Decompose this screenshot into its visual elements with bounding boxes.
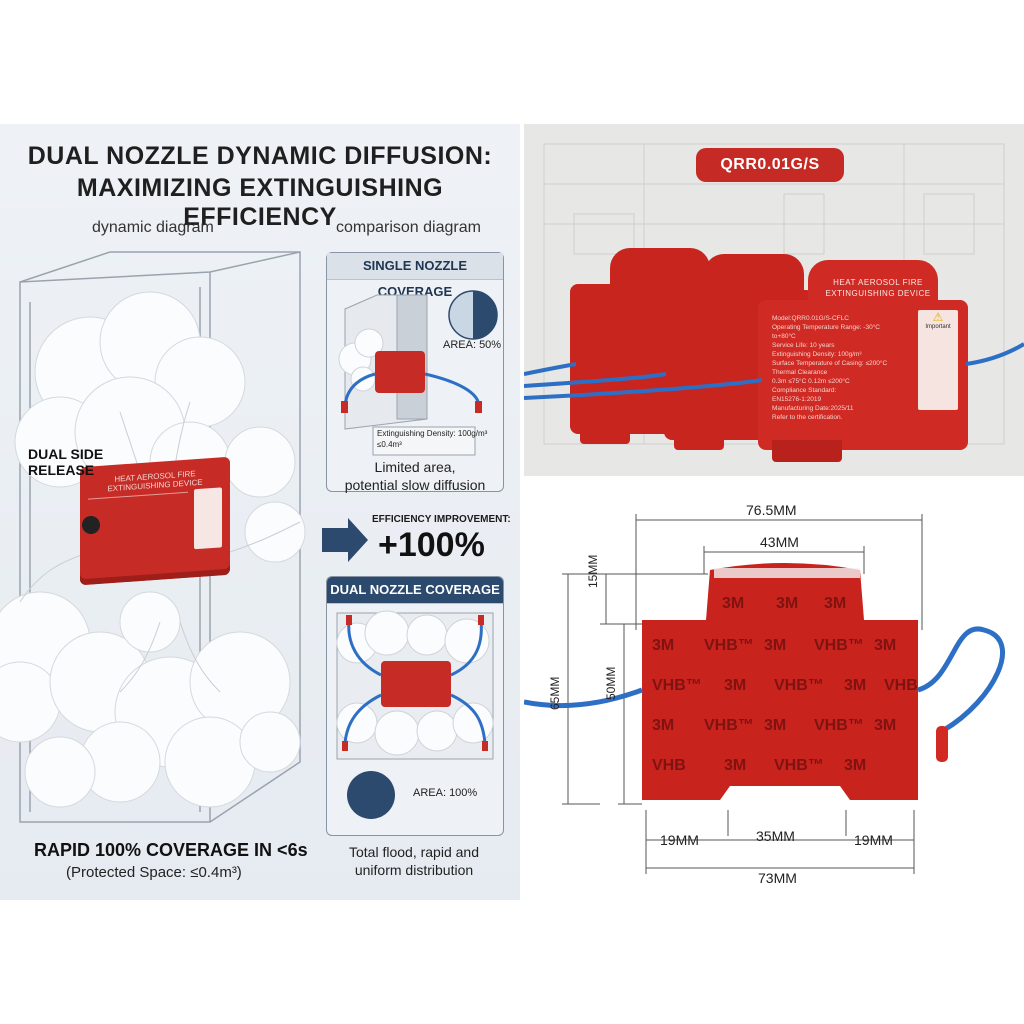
spec-line: Service Life: 10 years [772,342,835,349]
spec-line: EN15276-1:2019 [772,396,822,403]
density-line2: ≤0.4m³ [377,440,402,449]
warning-icon: ⚠ [932,310,944,324]
single-caption-line2: potential slow diffusion [344,477,486,493]
svg-text:VHB™: VHB™ [652,677,702,694]
svg-text:3M: 3M [724,677,746,694]
dual-nozzle-header: DUAL NOZZLE COVERAGE [327,577,503,604]
protected-space-label: (Protected Space: ≤0.4m³) [66,864,242,881]
front-device-title1: HEAT AEROSOL FIRE [833,278,923,287]
svg-text:VHB™: VHB™ [704,637,754,654]
svg-text:3M: 3M [824,595,846,612]
spec-line: Surface Temperature of Casing: ≤200°C [772,360,888,367]
dual-nozzle-illustration [336,610,494,819]
dual-side-release-label: DUAL SIDE RELEASE [28,446,104,478]
svg-text:3M: 3M [874,637,896,654]
svg-text:VHB™: VHB™ [704,717,754,734]
svg-text:VHB™: VHB™ [814,637,864,654]
dynamic-diagram [0,251,306,823]
blue-wires [524,342,1024,400]
svg-text:VHB™: VHB™ [774,757,824,774]
spec-line: Refer to the certification. [772,414,843,421]
density-line1: Extinguishing Density: 100g/m³ [377,429,488,438]
dimension-drawing: 3M 3M 3M 3M VHB™ 3M VHB™ 3M VHB™ 3M VHB™ 3M VHB 3M… [524,514,1005,874]
svg-text:VHB™: VHB™ [814,717,864,734]
dim-right-foot: 19MM [854,832,893,848]
device-spec-area [88,491,188,560]
single-nozzle-header: SINGLE NOZZLE COVERAGE [327,253,503,299]
dim-center-gap: 35MM [756,828,795,844]
dual-nozzle-infographic: DUAL NOZZLE DYNAMIC DIFFUSION: MAXIMIZIN… [0,124,520,900]
efficiency-label: EFFICIENCY IMPROVEMENT: [372,514,511,525]
important-label-sticker: ⚠ Important [918,310,958,410]
dim-overall-width: 76.5MM [746,502,797,518]
spec-line: Manufacturing Date:2025/11 [772,405,854,412]
svg-text:VHB: VHB [652,757,686,774]
svg-text:3M: 3M [764,717,786,734]
model-badge: QRR0.01G/S [696,148,844,182]
svg-text:3M: 3M [844,677,866,694]
comparison-diagram-label: comparison diagram [336,219,481,236]
dim-body-height: 50MM [604,666,618,700]
dim-base-width: 73MM [758,870,797,886]
right-arrow-icon [322,518,368,562]
dimension-diagram: 3M 3M 3M 3M VHB™ 3M VHB™ 3M VHB™ 3M VHB™ 3M VHB 3M… [524,490,1024,910]
dual-caption-line2: uniform distribution [354,862,474,878]
rapid-coverage-label: RAPID 100% COVERAGE IN <6s [34,840,308,860]
headline-line1: DUAL NOZZLE DYNAMIC DIFFUSION: [27,142,493,170]
spec-line: Model:QRR0.01G/S-CFLC [772,315,849,322]
spec-line: Extinguishing Density: 100g/m³ [772,351,862,358]
front-device-specs: Model:QRR0.01G/S-CFLC Operating Temperat… [772,314,902,422]
single-area-label: AREA: 50% [443,339,502,351]
single-nozzle-panel: SINGLE NOZZLE COVERAGE AREA: 50% Extingu… [326,252,504,493]
dual-caption-line1: Total flood, rapid and [349,844,479,860]
product-photo-panel: QRR0.01G/S HEAT AEROSOL FIRE EXTINGUISHI… [524,124,1024,476]
spec-line: 0.3m ≤75°C 0.12m ≤200°C [772,378,850,385]
dim-top-width: 43MM [760,534,799,550]
spec-line: Operating Temperature Range: -30°C to+80… [772,324,880,340]
svg-text:3M: 3M [724,757,746,774]
single-caption-line1: Limited area, [374,459,456,475]
device-front: HEAT AEROSOL FIRE EXTINGUISHING DEVICE M… [758,260,968,470]
spec-line: Thermal Clearance [772,369,828,376]
svg-text:3M: 3M [844,757,866,774]
headline-line2: MAXIMIZING EXTINGUISHING EFFICIENCY [76,174,444,231]
dim-step-height: 15MM [586,554,600,588]
svg-text:VHB™: VHB™ [774,677,824,694]
dynamic-diagram-label: dynamic diagram [92,219,214,236]
spec-line: Compliance Standard: [772,387,837,394]
dual-nozzle-panel: DUAL NOZZLE COVERAGE AREA: 100% [326,576,504,836]
dim-total-height: 65MM [548,676,562,710]
svg-text:3M: 3M [764,637,786,654]
svg-text:3M: 3M [874,717,896,734]
dim-left-foot: 19MM [660,832,699,848]
efficiency-value: +100% [378,526,485,564]
svg-text:3M: 3M [652,717,674,734]
important-label: Important [925,324,951,330]
svg-text:3M: 3M [722,595,744,612]
dual-area-label: AREA: 100% [413,787,478,799]
front-device-title2: EXTINGUISHING DEVICE [825,289,931,298]
left-nozzle [82,516,100,534]
svg-text:3M: 3M [776,595,798,612]
device-warning-label [194,487,222,550]
single-nozzle-illustration [338,290,498,456]
svg-text:3M: 3M [652,637,674,654]
svg-text:VHB: VHB [884,677,918,694]
